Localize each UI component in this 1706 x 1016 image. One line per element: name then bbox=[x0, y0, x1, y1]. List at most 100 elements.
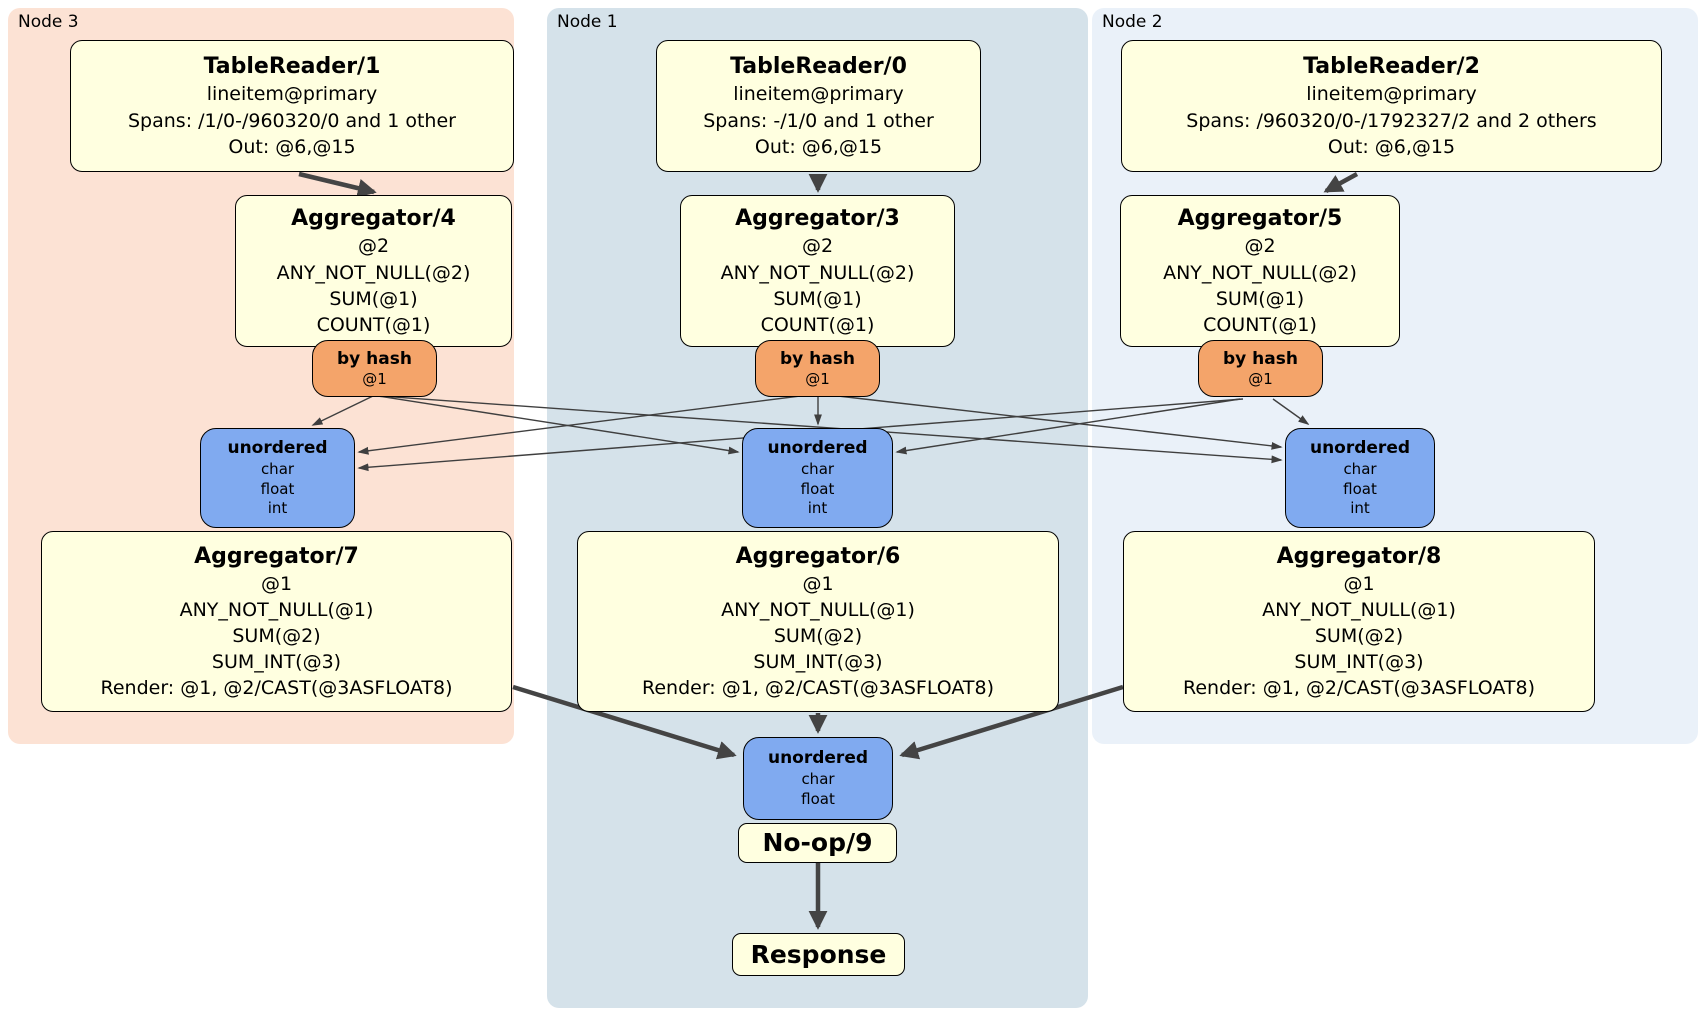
agg-fn: ANY_NOT_NULL(@2) bbox=[720, 261, 915, 284]
agg-fn: SUM(@1) bbox=[329, 287, 418, 310]
processor-tablereader-0: TableReader/0 lineitem@primary Spans: -/… bbox=[656, 40, 981, 172]
edge-agg7-sync bbox=[512, 684, 737, 760]
agg-fn: SUM_INT(@3) bbox=[1294, 651, 1424, 674]
sync-title: unordered bbox=[767, 748, 869, 769]
stream-hash3-un3 bbox=[311, 395, 374, 426]
sync-col: int bbox=[267, 499, 288, 518]
agg-group: @1 bbox=[802, 572, 834, 595]
agg-group: @2 bbox=[357, 235, 390, 258]
router-by-hash-node2: by hash @1 bbox=[1198, 340, 1323, 397]
processor-aggregator-5: Aggregator/5 @2 ANY_NOT_NULL(@2) SUM(@1)… bbox=[1120, 195, 1400, 347]
processor-aggregator-4: Aggregator/4 @2 ANY_NOT_NULL(@2) SUM(@1)… bbox=[235, 195, 512, 347]
router-key: @1 bbox=[805, 370, 830, 389]
sync-col: int bbox=[807, 499, 828, 518]
edge-tr2-agg5 bbox=[1323, 172, 1359, 193]
sync-unordered-node1: unordered char float int bbox=[742, 428, 893, 528]
stream-hash2-un2 bbox=[1272, 398, 1310, 425]
router-title: by hash bbox=[1223, 349, 1298, 370]
processor-tablereader-1: TableReader/1 lineitem@primary Spans: /1… bbox=[70, 40, 514, 172]
processor-spans: Spans: /1/0-/960320/0 and 1 other bbox=[128, 109, 456, 132]
edge-agg8-sync bbox=[899, 684, 1124, 760]
edge-tr1-agg4 bbox=[298, 171, 377, 198]
router-by-hash-node1: by hash @1 bbox=[755, 340, 880, 397]
sync-col: float bbox=[1343, 479, 1377, 498]
agg-fn: SUM(@2) bbox=[232, 625, 321, 647]
processor-out: Out: @6,@15 bbox=[754, 135, 883, 158]
processor-aggregator-3: Aggregator/3 @2 ANY_NOT_NULL(@2) SUM(@1)… bbox=[680, 195, 955, 347]
processor-title: TableReader/2 bbox=[1303, 54, 1480, 80]
sync-title: unordered bbox=[1309, 437, 1411, 458]
processor-title: TableReader/1 bbox=[203, 54, 381, 80]
agg-fn: ANY_NOT_NULL(@1) bbox=[1262, 598, 1456, 621]
router-title: by hash bbox=[780, 349, 855, 370]
processor-title: Aggregator/4 bbox=[291, 206, 456, 232]
agg-fn: SUM_INT(@3) bbox=[211, 651, 342, 674]
sync-unordered-final: unordered char float bbox=[743, 737, 893, 820]
sync-col: char bbox=[800, 459, 835, 478]
processor-aggregator-8: Aggregator/8 @1 ANY_NOT_NULL(@1) SUM(@2)… bbox=[1123, 531, 1595, 712]
sync-unordered-node2: unordered char float int bbox=[1285, 428, 1435, 528]
node1-label: Node 1 bbox=[557, 12, 618, 32]
processor-spans: Spans: /960320/0-/1792327/2 and 2 others bbox=[1186, 109, 1597, 132]
sync-col: int bbox=[1350, 499, 1370, 518]
agg-fn: ANY_NOT_NULL(@1) bbox=[179, 598, 374, 621]
sync-col: float bbox=[260, 479, 295, 498]
agg-fn: COUNT(@1) bbox=[760, 313, 875, 336]
processor-out: Out: @6,@15 bbox=[228, 135, 356, 158]
sync-unordered-node3: unordered char float int bbox=[200, 428, 355, 528]
stream-hash3-un1 bbox=[377, 395, 740, 455]
processor-title: Aggregator/6 bbox=[735, 543, 901, 569]
agg-fn: ANY_NOT_NULL(@2) bbox=[276, 261, 471, 284]
agg-fn: ANY_NOT_NULL(@2) bbox=[1163, 261, 1357, 284]
agg-render: Render: @1, @2/CAST(@3ASFLOAT8) bbox=[100, 677, 453, 700]
agg-fn: SUM_INT(@3) bbox=[753, 651, 883, 674]
processor-title: Aggregator/8 bbox=[1276, 543, 1442, 569]
sync-col: char bbox=[260, 459, 295, 478]
processor-response: Response bbox=[732, 933, 905, 976]
processor-title: No-op/9 bbox=[762, 828, 873, 858]
processor-title: Aggregator/5 bbox=[1177, 206, 1343, 232]
processor-index: lineitem@primary bbox=[733, 83, 904, 106]
sync-col: char bbox=[1343, 459, 1377, 478]
agg-group: @2 bbox=[1244, 235, 1276, 258]
processor-noop-9: No-op/9 bbox=[738, 823, 897, 863]
node3-label: Node 3 bbox=[18, 12, 79, 32]
processor-title: Response bbox=[750, 939, 887, 969]
stream-hash2-un1 bbox=[895, 398, 1241, 455]
agg-fn: SUM(@1) bbox=[1215, 287, 1305, 310]
sync-col: float bbox=[801, 789, 835, 808]
agg-render: Render: @1, @2/CAST(@3ASFLOAT8) bbox=[642, 677, 994, 700]
agg-group: @1 bbox=[260, 572, 293, 595]
sync-title: unordered bbox=[767, 437, 868, 458]
processor-spans: Spans: -/1/0 and 1 other bbox=[703, 109, 934, 132]
router-key: @1 bbox=[1248, 370, 1273, 389]
sync-col: char bbox=[801, 770, 835, 789]
agg-render: Render: @1, @2/CAST(@3ASFLOAT8) bbox=[1183, 677, 1535, 700]
processor-index: lineitem@primary bbox=[206, 83, 378, 106]
agg-fn: SUM(@2) bbox=[1314, 625, 1404, 647]
node2-label: Node 2 bbox=[1102, 12, 1163, 32]
processor-tablereader-2: TableReader/2 lineitem@primary Spans: /9… bbox=[1121, 40, 1662, 172]
processor-index: lineitem@primary bbox=[1306, 83, 1477, 106]
router-title: by hash bbox=[337, 349, 412, 370]
router-key: @1 bbox=[362, 370, 387, 389]
agg-fn: SUM(@1) bbox=[773, 287, 862, 310]
processor-title: Aggregator/7 bbox=[194, 543, 359, 569]
processor-aggregator-7: Aggregator/7 @1 ANY_NOT_NULL(@1) SUM(@2)… bbox=[41, 531, 512, 712]
agg-fn: SUM(@2) bbox=[773, 625, 863, 647]
stream-hash1-un3 bbox=[357, 395, 801, 455]
processor-aggregator-6: Aggregator/6 @1 ANY_NOT_NULL(@1) SUM(@2)… bbox=[577, 531, 1059, 712]
stream-hash1-un2 bbox=[837, 395, 1283, 450]
sync-col: float bbox=[800, 479, 835, 498]
agg-group: @1 bbox=[1343, 572, 1375, 595]
agg-group: @2 bbox=[801, 235, 834, 258]
agg-fn: ANY_NOT_NULL(@1) bbox=[721, 598, 915, 621]
sync-title: unordered bbox=[227, 437, 328, 458]
processor-out: Out: @6,@15 bbox=[1327, 135, 1456, 158]
router-by-hash-node3: by hash @1 bbox=[312, 340, 437, 397]
agg-fn: COUNT(@1) bbox=[1203, 313, 1317, 336]
processor-title: TableReader/0 bbox=[730, 54, 907, 80]
agg-fn: COUNT(@1) bbox=[316, 313, 431, 336]
